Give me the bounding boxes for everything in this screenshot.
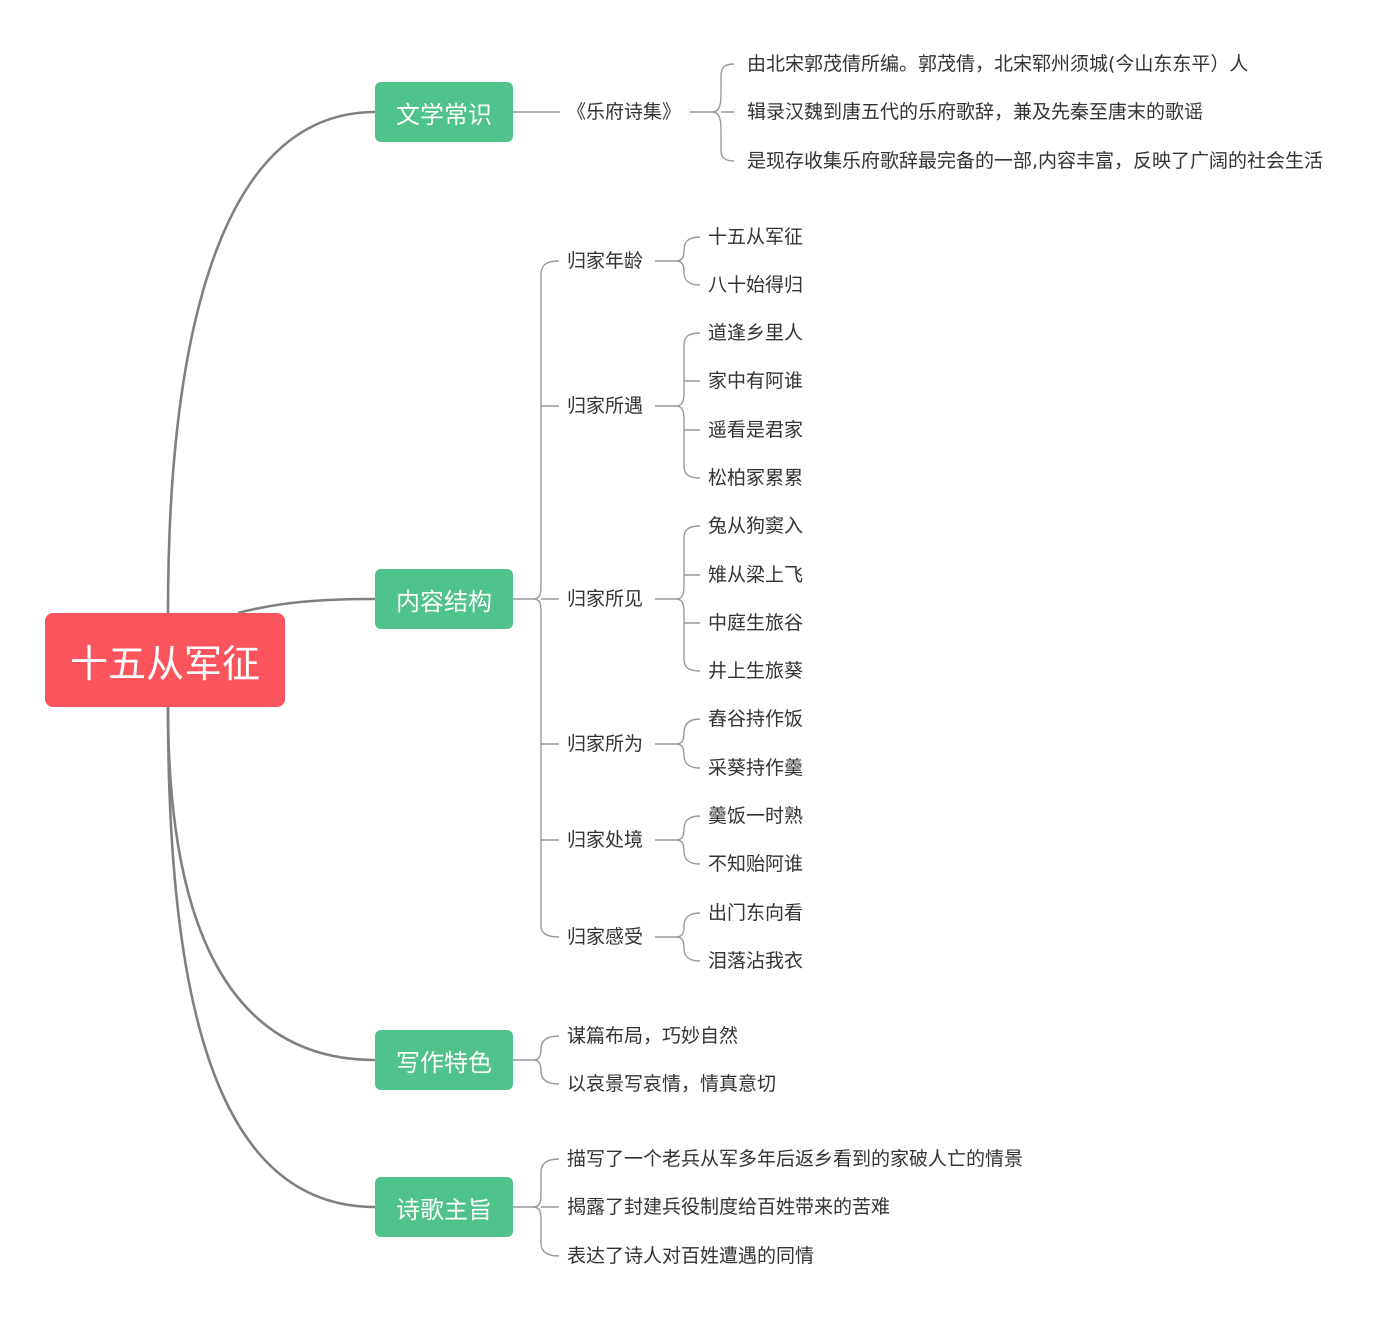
link-c2-6 (655, 912, 701, 962)
leaf-text[interactable]: 是现存收集乐府歌辞最完备的一部,内容丰富，反映了广阔的社会生活 (747, 150, 1324, 172)
leaf-text[interactable]: 羹饭一时熟 (708, 805, 804, 827)
leaf-text[interactable]: 描写了一个老兵从军多年后返乡看到的家破人亡的情景 (567, 1148, 1024, 1170)
topic-return-situation[interactable]: 归家处境 (567, 829, 644, 851)
leaf-text[interactable]: 不知贻阿谁 (708, 853, 804, 875)
leaf-text[interactable]: 谋篇布局，巧妙自然 (567, 1025, 739, 1047)
topic-return-sight[interactable]: 归家所见 (567, 588, 644, 610)
link-root-b1 (166, 110, 376, 614)
branch-poem-theme[interactable]: 诗歌主旨 (375, 1177, 513, 1237)
topic-return-feeling[interactable]: 归家感受 (567, 926, 644, 948)
link-b3 (513, 1035, 560, 1085)
leaf-text[interactable]: 井上生旅葵 (708, 660, 804, 682)
branch-content-structure[interactable]: 内容结构 (375, 569, 513, 629)
leaf-text[interactable]: 舂谷持作饭 (708, 708, 804, 730)
leaf-text[interactable]: 采葵持作羹 (708, 757, 804, 779)
leaf-text[interactable]: 表达了诗人对百姓遭遇的同情 (567, 1245, 815, 1267)
link-root-b2 (237, 597, 376, 615)
link-root-b3 (166, 706, 376, 1062)
leaf-text[interactable]: 揭露了封建兵役制度给百姓带来的苦难 (567, 1196, 891, 1218)
leaf-text[interactable]: 兔从狗窦入 (708, 515, 804, 537)
leaf-text[interactable]: 由北宋郭茂倩所编。郭茂倩，北宋郓州须城(今山东东平）人 (747, 53, 1249, 75)
leaf-text[interactable]: 十五从军征 (708, 226, 804, 248)
leaf-text[interactable]: 松柏冢累累 (708, 467, 804, 489)
topic-return-action[interactable]: 归家所为 (567, 733, 644, 755)
leaf-text[interactable]: 辑录汉魏到唐五代的乐府歌辞，兼及先秦至唐末的歌谣 (747, 101, 1204, 123)
link-root-b4 (166, 706, 376, 1209)
leaf-text[interactable]: 中庭生旅谷 (708, 612, 804, 634)
leaf-text[interactable]: 道逢乡里人 (708, 322, 804, 344)
link-b4 (513, 1158, 560, 1257)
topic-return-encounter[interactable]: 归家所遇 (567, 395, 644, 417)
leaf-text[interactable]: 出门东向看 (708, 902, 804, 924)
link-c2-4 (655, 718, 701, 769)
topic-return-age[interactable]: 归家年龄 (567, 250, 644, 272)
link-c1-gc (690, 63, 735, 162)
link-c2-2 (655, 332, 701, 479)
leaf-text[interactable]: 以哀景写哀情，情真意切 (567, 1073, 777, 1095)
leaf-text[interactable]: 家中有阿谁 (708, 370, 804, 392)
link-c2-3 (655, 525, 701, 672)
leaf-text[interactable]: 雉从梁上飞 (708, 564, 804, 586)
topic-yuefu-shiji[interactable]: 《乐府诗集》 (567, 101, 682, 123)
leaf-text[interactable]: 泪落沾我衣 (708, 950, 804, 972)
link-c2-5 (655, 815, 701, 865)
root-node[interactable]: 十五从军征 (45, 613, 285, 707)
link-c2-1 (655, 236, 701, 286)
link-b2-cbrace (513, 260, 560, 938)
leaf-text[interactable]: 八十始得归 (708, 274, 804, 296)
branch-writing-features[interactable]: 写作特色 (375, 1030, 513, 1090)
branch-literary-knowledge[interactable]: 文学常识 (375, 82, 513, 142)
leaf-text[interactable]: 遥看是君家 (708, 419, 804, 441)
